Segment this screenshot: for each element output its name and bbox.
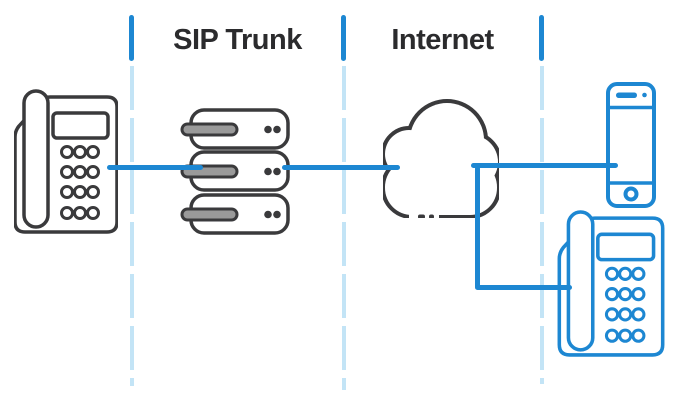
connector-cloud-to-smartphone	[471, 163, 618, 168]
connector-phone-to-server	[107, 165, 203, 170]
zone-separator-bar-1	[129, 15, 134, 61]
server-stack-icon	[180, 108, 290, 235]
desk-phone-icon	[14, 89, 118, 234]
internet-zone-label: Internet	[391, 23, 494, 56]
zone-dashed-line-2	[342, 66, 346, 390]
zone-separator-bar-2	[341, 15, 346, 61]
zone-dashed-line-1	[130, 66, 134, 386]
connector-cloud-drop-vertical	[475, 166, 480, 289]
camera-dot-icon	[642, 92, 647, 98]
connector-cloud-to-ip-phone	[475, 285, 572, 290]
ip-desk-phone-icon	[557, 210, 665, 357]
connector-server-to-cloud	[282, 165, 400, 170]
home-button-icon	[623, 186, 639, 202]
zone-dashed-line-3	[540, 66, 544, 384]
smartphone-icon	[606, 82, 656, 208]
speaker-icon	[616, 92, 637, 98]
zone-separator-bar-3	[539, 15, 544, 61]
cloud-icon	[383, 99, 499, 218]
sip-trunk-zone-label: SIP Trunk	[173, 23, 302, 56]
